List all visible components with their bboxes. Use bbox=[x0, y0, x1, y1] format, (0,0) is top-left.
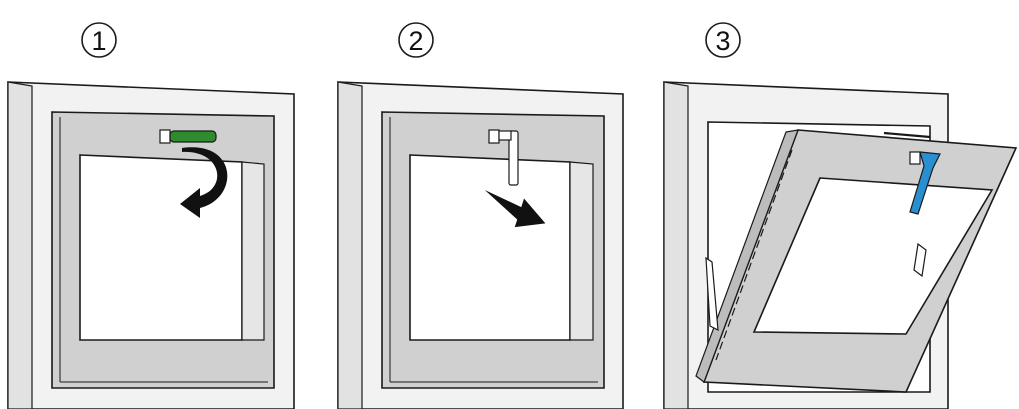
step-1-reveal bbox=[241, 161, 265, 341]
step-3-handle-lever bbox=[909, 151, 941, 215]
step-2-panel: 2 bbox=[337, 22, 624, 409]
step-3-glass bbox=[752, 177, 994, 335]
step-1-handle-lever bbox=[169, 130, 217, 143]
step-3-number-circle bbox=[705, 22, 741, 58]
step-2-number-circle bbox=[398, 22, 434, 58]
step-3-hinge-track bbox=[715, 149, 793, 361]
step-2-handle-lever bbox=[508, 130, 519, 186]
step-2-frame-depth bbox=[337, 81, 363, 409]
step-3-stay-arm bbox=[913, 242, 927, 278]
step-3-frame-depth bbox=[663, 81, 689, 409]
step-2-handle-neck bbox=[498, 130, 512, 141]
step-1-number-circle bbox=[81, 22, 117, 58]
step-3-number: 3 bbox=[715, 26, 730, 56]
step-3-panel: 3 bbox=[663, 22, 1018, 409]
step-3-handle-base bbox=[909, 151, 921, 165]
step-1-number: 1 bbox=[91, 26, 106, 56]
step-2-reveal bbox=[569, 161, 594, 341]
step-2-handle-base bbox=[488, 129, 500, 144]
step-1-frame-depth bbox=[7, 81, 33, 409]
step-1-handle-base bbox=[159, 129, 171, 144]
step-2-number: 2 bbox=[408, 26, 423, 56]
step-2-down-arrow bbox=[484, 189, 546, 228]
step-2-glass bbox=[409, 154, 571, 341]
step-3-side-arm bbox=[705, 256, 719, 332]
step-1-panel: 1 bbox=[7, 22, 295, 409]
step-3-sash-edge bbox=[695, 129, 799, 383]
step-1-rotate-arrow bbox=[180, 147, 228, 218]
step-3-top-hinge bbox=[883, 131, 931, 139]
